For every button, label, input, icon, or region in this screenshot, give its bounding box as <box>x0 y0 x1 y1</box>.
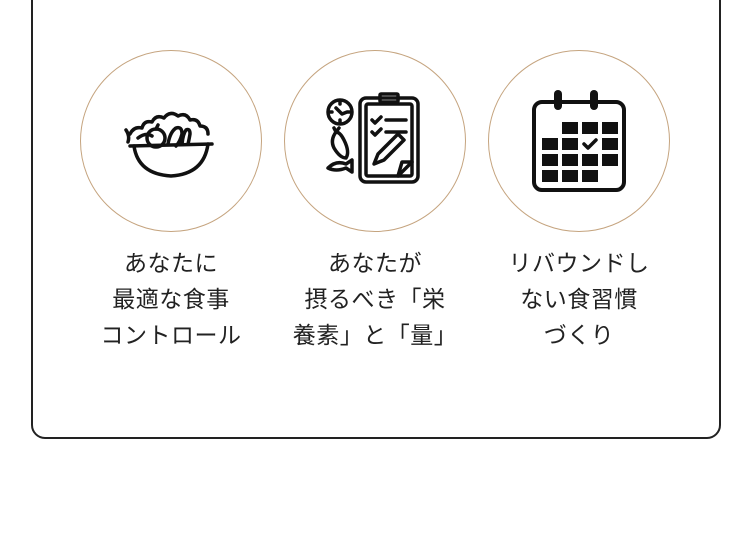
feature-item-meal-control: あなたに 最適な食事 コントロール <box>80 50 262 354</box>
feature-card <box>31 0 721 439</box>
calendar-check-icon <box>532 90 626 192</box>
feature-label: あなたに 最適な食事 コントロール <box>100 251 242 349</box>
feature-item-nutrients: あなたが 摂るべき「栄 養素」と「量」 <box>284 50 466 354</box>
feature-label: あなたが 摂るべき「栄 養素」と「量」 <box>292 251 458 349</box>
feature-circle <box>488 50 670 232</box>
feature-item-rebound-habits: リバウンドし ない食習慣 づくり <box>488 50 670 354</box>
feature-label: リバウンドし ない食習慣 づくり <box>508 251 650 349</box>
feature-circle <box>80 50 262 232</box>
feature-circle <box>284 50 466 232</box>
salad-bowl-icon <box>124 111 214 178</box>
nutrition-clipboard-icon <box>326 92 420 184</box>
